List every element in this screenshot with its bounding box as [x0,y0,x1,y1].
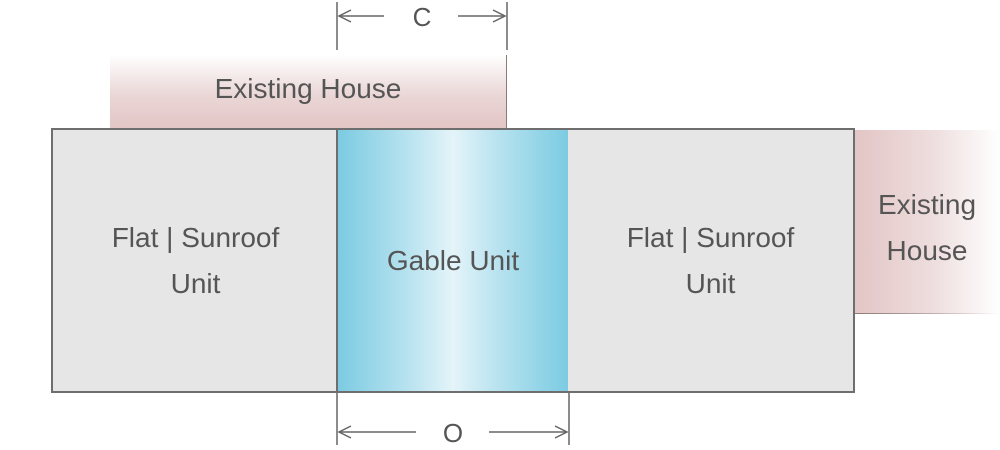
dimension-c [336,2,508,50]
flat-sunroof-unit-right-label: Flat | Sunroof Unit [627,215,795,307]
existing-house-right-label-line2: House [886,235,968,266]
dimension-c-right-arrow [492,9,507,23]
dimension-o-label: O [442,418,464,448]
existing-house-right-label: Existing House [854,182,1000,274]
dimension-o [336,393,570,445]
flat-sunroof-unit-right: Flat | Sunroof Unit [568,128,855,393]
existing-house-top-label: Existing House [214,73,402,104]
flat-sunroof-unit-right-label-line1: Flat | Sunroof [626,221,795,253]
dimension-o-right-arrow [554,425,569,439]
flat-sunroof-unit-left-label: Flat | Sunroof Unit [112,215,280,307]
gable-unit: Gable Unit [336,128,570,393]
existing-house-right-label-line1: Existing [877,189,977,220]
existing-house-top: Existing House [110,55,507,129]
gable-unit-label: Gable Unit [386,244,520,276]
flat-sunroof-unit-right-label-line2: Unit [685,267,736,299]
flat-sunroof-unit-left-label-line1: Flat | Sunroof [111,221,280,253]
dimension-c-label: C [412,2,432,32]
flat-sunroof-unit-left: Flat | Sunroof Unit [51,128,338,393]
flat-sunroof-unit-left-label-line2: Unit [170,267,221,299]
existing-house-right: Existing House [854,130,1000,314]
dimension-o-left-arrow [337,425,352,439]
dimension-c-left-arrow [337,9,352,23]
